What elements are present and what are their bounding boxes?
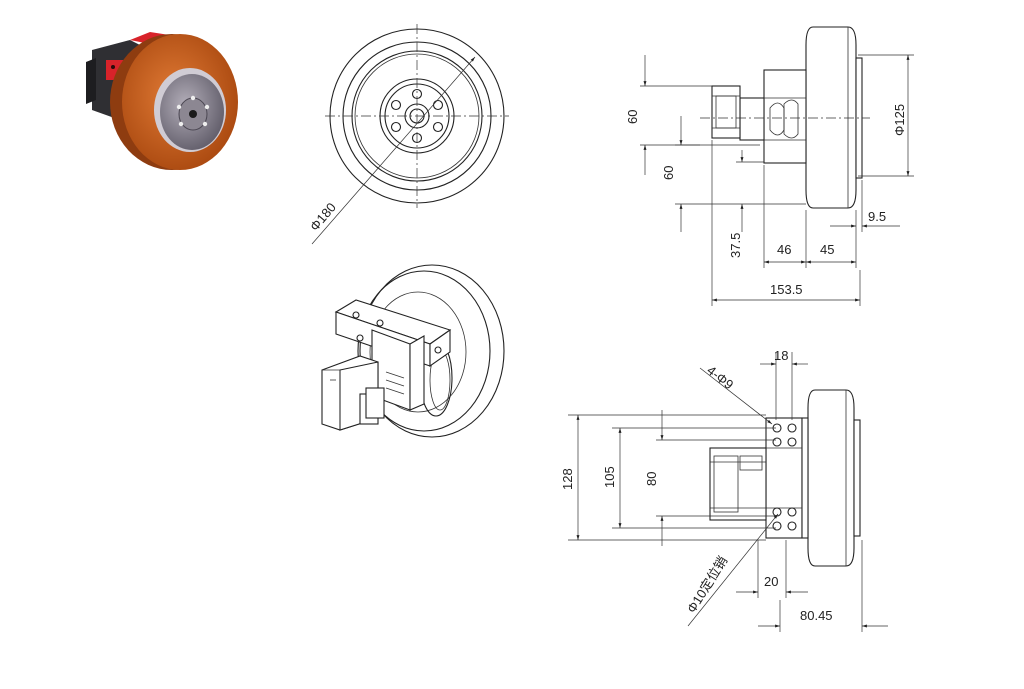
side-total-length: 153.5 [770, 282, 803, 297]
front-diameter-label: Φ180 [307, 200, 339, 234]
render-housing-side [86, 58, 96, 104]
bottom-plate-width: 18 [774, 348, 788, 363]
bottom-hole-spec: 4-Φ9 [704, 363, 736, 393]
isometric-view [321, 264, 505, 438]
side-wheel [805, 26, 857, 209]
bottom-height-inner: 80 [644, 472, 659, 486]
side-lower-height: 60 [661, 166, 676, 180]
side-view: 60 60 37.5 Φ125 9.5 46 45 [625, 26, 914, 306]
side-upper-height: 60 [625, 110, 640, 124]
front-view: Φ180 [307, 24, 509, 245]
bottom-length: 80.45 [800, 608, 833, 623]
front-diameter-leader [311, 56, 476, 245]
side-width-a: 46 [777, 242, 791, 257]
product-render [86, 32, 238, 170]
side-offset: 37.5 [728, 233, 743, 258]
bottom-height-total: 128 [560, 468, 575, 490]
bottom-wheel [807, 389, 855, 567]
bottom-view: 18 4-Φ9 128 105 80 Φ10定位销 20 8 [560, 348, 888, 632]
side-wheel-diameter: Φ125 [892, 104, 907, 136]
bottom-height-mid: 105 [602, 466, 617, 488]
side-tread-offset: 9.5 [868, 209, 886, 224]
bottom-pin-spec: Φ10定位销 [684, 553, 731, 615]
bottom-offset: 20 [764, 574, 778, 589]
side-width-b: 45 [820, 242, 834, 257]
